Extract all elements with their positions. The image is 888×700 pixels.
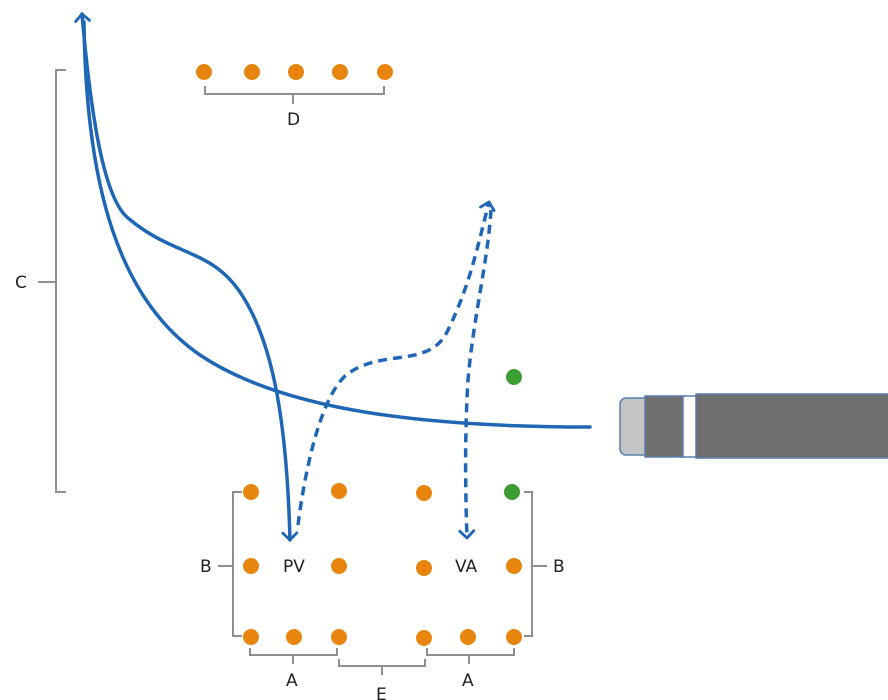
dashed-curve-pv-to-va [296, 200, 496, 526]
bracket-e [338, 659, 426, 675]
label-d: D [287, 110, 300, 130]
label-e: E [376, 685, 387, 700]
dashed-curve-down-to-va [458, 209, 493, 540]
bracket-b-left [218, 491, 242, 637]
bracket-c [38, 69, 66, 493]
label-a-right: A [462, 671, 474, 691]
label-c: C [15, 273, 27, 293]
electrode [619, 393, 888, 459]
bracket-b-right [524, 491, 547, 637]
solid-curve-long [82, 20, 592, 429]
bracket-a-right [426, 648, 515, 664]
green-dot-lower [504, 484, 520, 500]
bracket-d [204, 86, 385, 104]
dot-grid [243, 483, 522, 646]
label-pv: PV [283, 557, 305, 577]
green-dot-upper [506, 369, 522, 385]
dot-row-d [196, 64, 393, 80]
label-va: VA [455, 557, 478, 577]
bracket-a-left [249, 648, 338, 664]
label-a-left: A [286, 671, 298, 691]
label-b-left: B [200, 557, 212, 577]
solid-curve-to-pv [74, 12, 299, 542]
label-b-right: B [553, 557, 565, 577]
